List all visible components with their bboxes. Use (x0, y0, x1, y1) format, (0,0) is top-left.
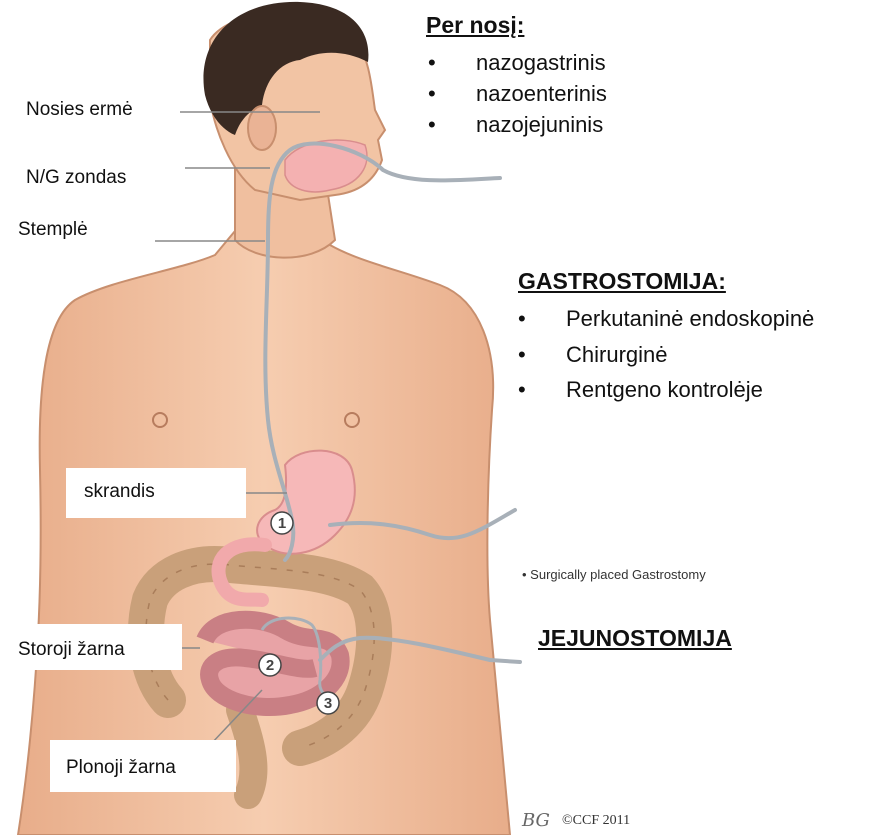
label-stomach: skrandis (66, 468, 246, 518)
label-small-intestine: Plonoji žarna (50, 740, 236, 792)
label-nose-cavity: Nosies ermė (8, 92, 180, 132)
nasal-heading: Per nosį: (426, 12, 524, 39)
gastrostomy-heading: GASTROSTOMIJA: (518, 268, 726, 295)
marker-1: 1 (271, 512, 293, 534)
rectum (240, 710, 253, 795)
label-colon: Storoji žarna (8, 624, 182, 670)
svg-text:1: 1 (278, 515, 286, 532)
copyright: ©CCF 2011 (562, 813, 630, 828)
jejunostomy-heading: JEJUNOSTOMIJA (538, 625, 732, 652)
label-esophagus: Stemplė (0, 210, 155, 254)
signature: BG (521, 810, 550, 831)
label-ng-tube: N/G zondas (8, 152, 185, 192)
svg-text:3: 3 (324, 695, 332, 712)
marker-3: 3 (317, 692, 339, 714)
gastrostomy-caption: • Surgically placed Gastrostomy (522, 567, 706, 582)
svg-text:2: 2 (266, 657, 274, 674)
marker-2: 2 (259, 654, 281, 676)
